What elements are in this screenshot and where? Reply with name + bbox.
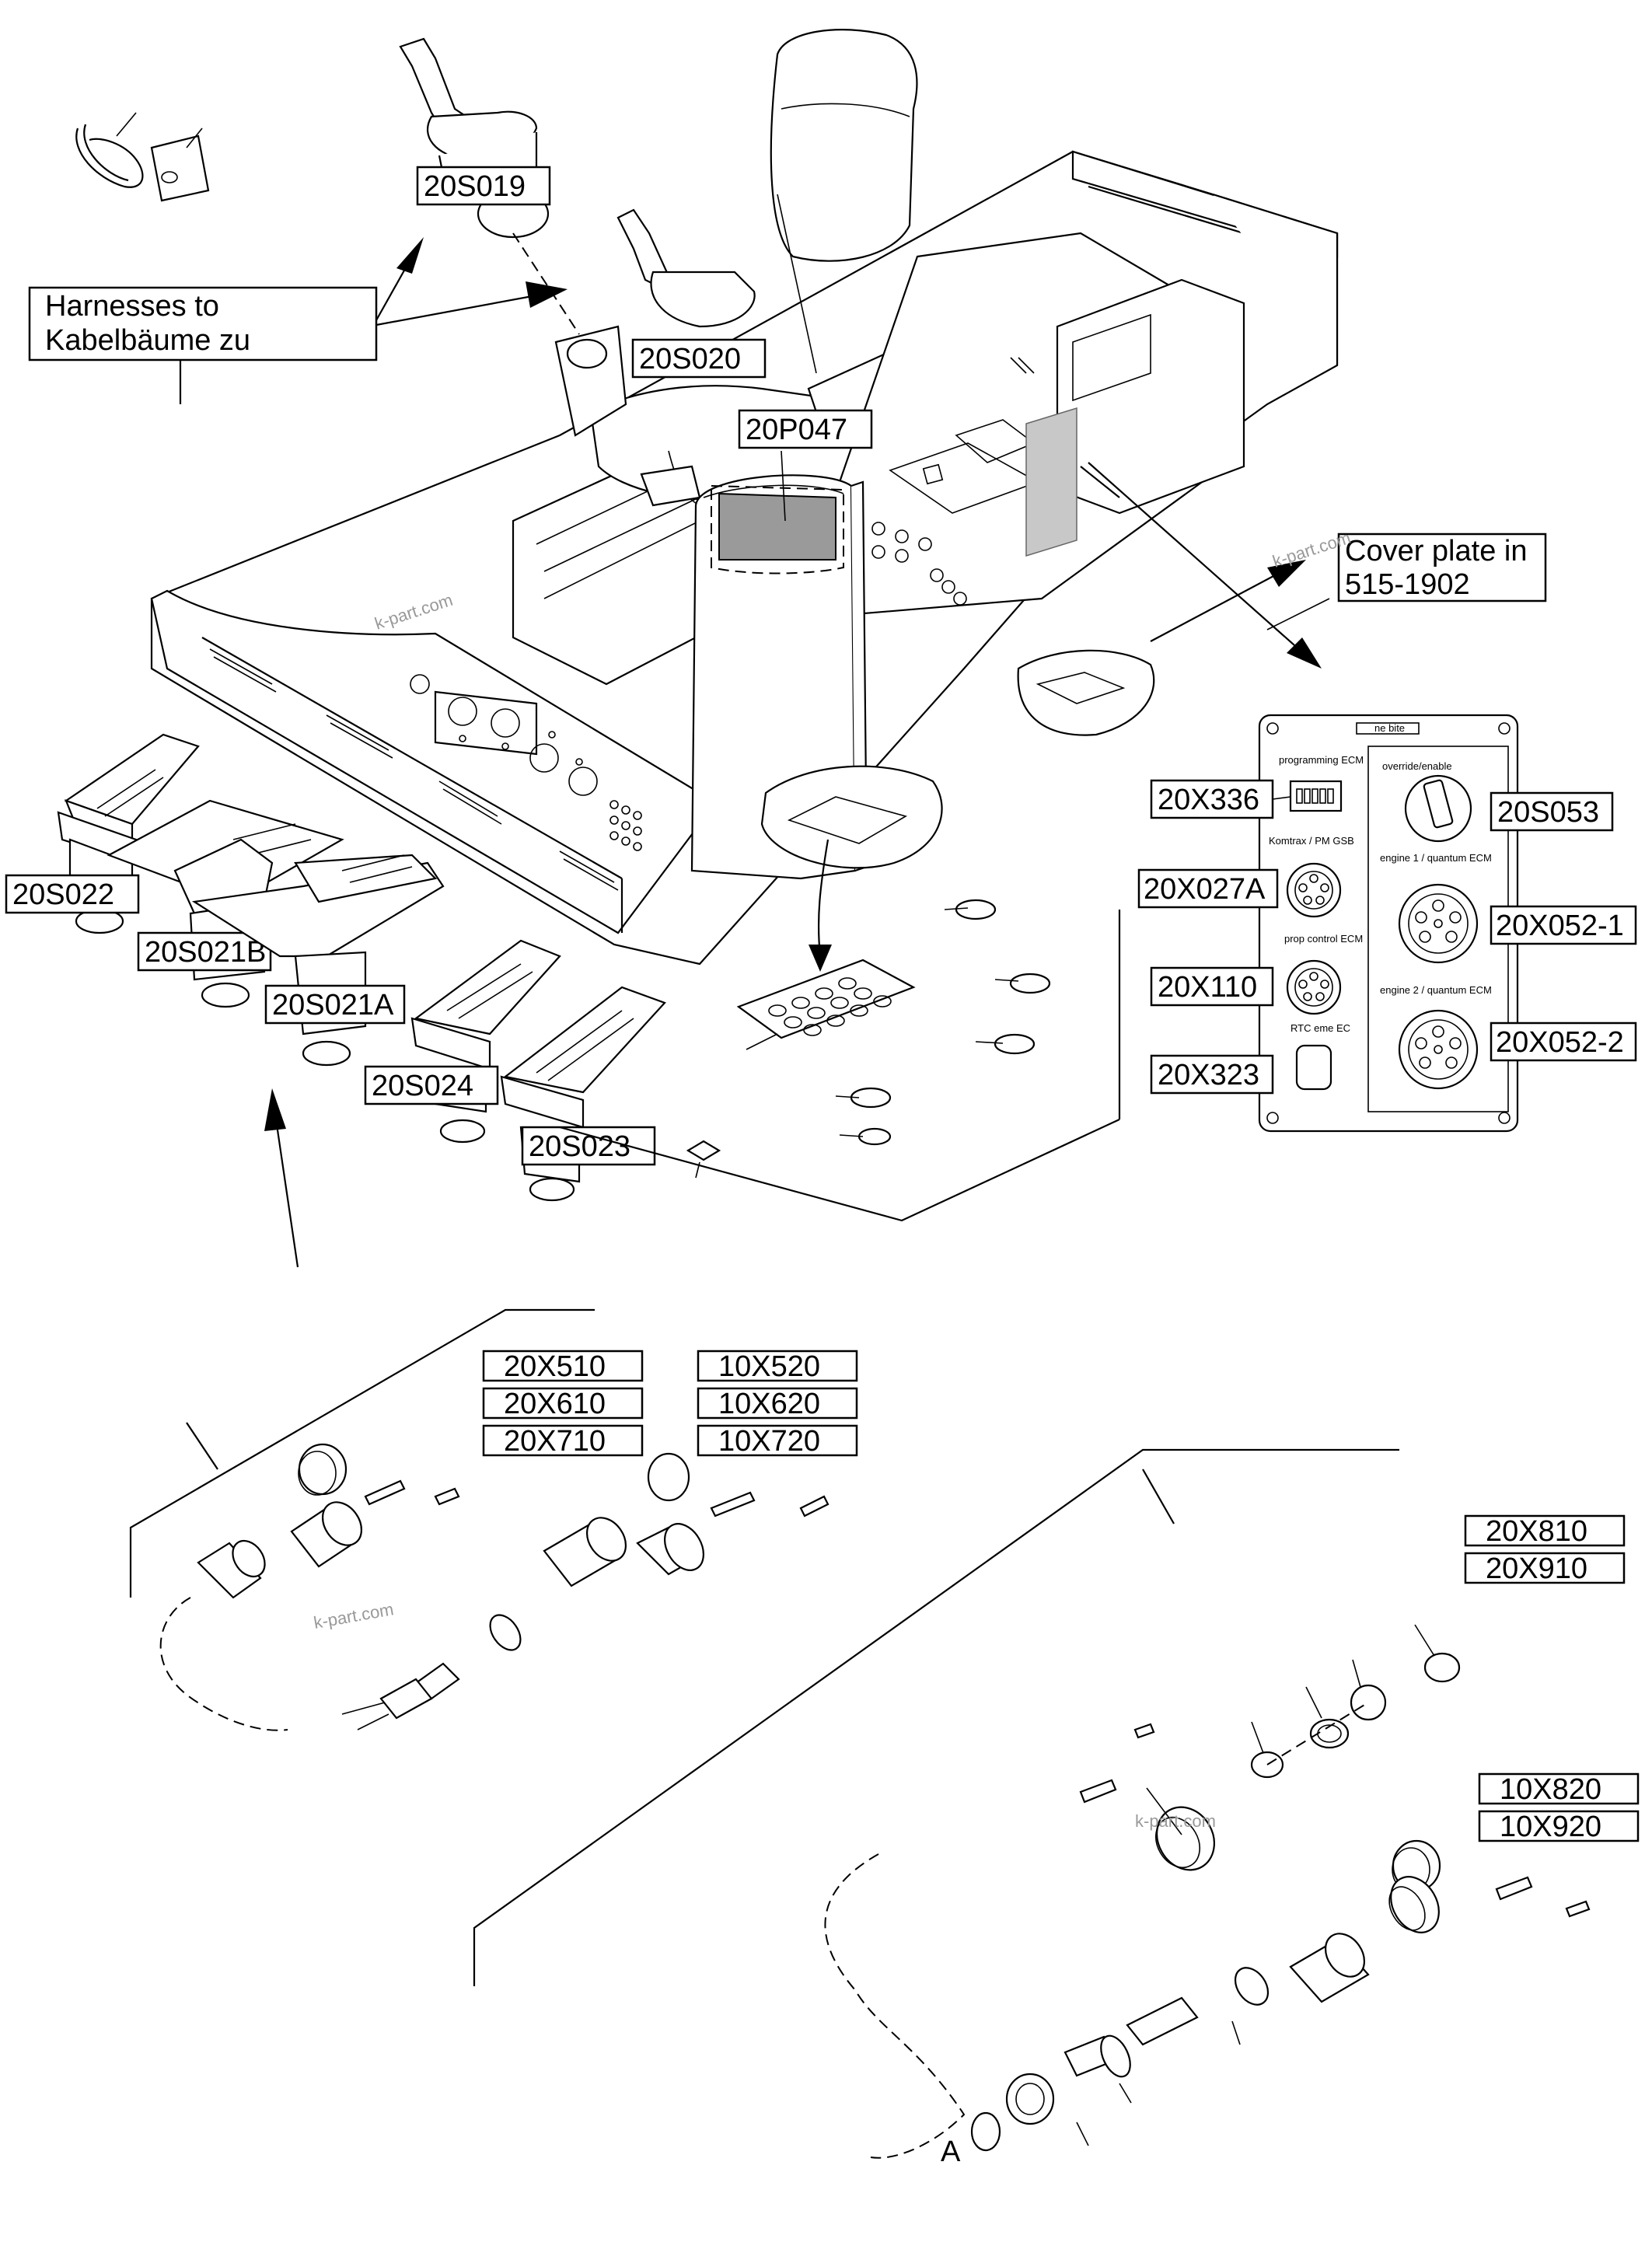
svg-text:RTC eme EC: RTC eme EC (1291, 1022, 1350, 1034)
panel-labels: 20X336 20X027A 20X110 20X323 20S053 20X0… (1137, 779, 1637, 1095)
svg-text:engine 1 / quantum ECM: engine 1 / quantum ECM (1380, 852, 1492, 864)
svg-text:20S024: 20S024 (372, 1070, 473, 1102)
label-20x323: 20X323 (1158, 1059, 1259, 1091)
label-20s023: 20S023 (521, 1126, 656, 1166)
svg-text:20S019: 20S019 (424, 170, 526, 203)
svg-text:10X820: 10X820 (1500, 1773, 1601, 1806)
svg-text:20X710: 20X710 (504, 1425, 606, 1458)
operator-seat-icon (554, 29, 919, 507)
floor-plate-right (1017, 649, 1155, 736)
console-gauges (871, 522, 967, 606)
label-20x110: 20X110 (1158, 971, 1257, 1004)
label-20s024: 20S024 (364, 1065, 499, 1105)
svg-text:Cover plate in: Cover plate in (1345, 535, 1527, 567)
label-20s019: 20S019 (416, 166, 551, 206)
svg-text:prop control ECM: prop control ECM (1284, 933, 1363, 945)
joystick-right-icon (616, 208, 756, 328)
svg-text:20S020: 20S020 (639, 343, 741, 375)
rubber-grommets (835, 899, 1051, 1146)
pedal-arrow (264, 1088, 299, 1268)
label-20x336: 20X336 (1158, 784, 1259, 816)
label-20x027a: 20X027A (1144, 873, 1266, 906)
right-console (838, 232, 1245, 616)
connector-panel: ne bite programming ECM Komtrax / PM GSB… (1258, 714, 1519, 1133)
connector-detail-2 (473, 1448, 1591, 2159)
label-20p047: 20P047 (738, 409, 873, 449)
harnesses-label-en: Harnesses to (45, 290, 219, 323)
floor-plate-center (760, 765, 943, 972)
svg-text:override/enable: override/enable (1382, 760, 1452, 772)
connector-detail-1 (129, 1308, 829, 1731)
small-switch-icon (686, 1140, 721, 1179)
label-20s022: 20S022 (5, 874, 140, 914)
svg-text:A: A (941, 2136, 961, 2168)
watermark: k-part.com (313, 1599, 396, 1633)
floor-outline-lines (559, 910, 1121, 1222)
detail-a-marker: A (941, 2136, 961, 2168)
label-20s020: 20S020 (631, 338, 767, 379)
svg-text:10X520: 10X520 (718, 1350, 820, 1383)
svg-text:10X920: 10X920 (1500, 1811, 1601, 1843)
label-20s053: 20S053 (1497, 796, 1599, 829)
svg-text:20S021B: 20S021B (145, 936, 266, 969)
cable-tie-icon (75, 112, 144, 188)
svg-text:20X810: 20X810 (1486, 1515, 1587, 1548)
svg-text:20X610: 20X610 (504, 1388, 606, 1420)
svg-text:10X720: 10X720 (718, 1425, 820, 1458)
harnesses-callout: Harnesses to Kabelbäume zu (28, 237, 568, 404)
connector-labels-2: 20X810 20X910 10X820 10X920 (1464, 1514, 1640, 1843)
svg-text:20S023: 20S023 (529, 1130, 630, 1163)
svg-text:10X620: 10X620 (718, 1388, 820, 1420)
pedal-20s023-icon (500, 986, 666, 1202)
svg-text:20X510: 20X510 (504, 1350, 606, 1383)
label-cover-plate: Cover plate in 515-1902 (1337, 533, 1547, 602)
svg-text:20X910: 20X910 (1486, 1552, 1587, 1585)
svg-text:20P047: 20P047 (746, 414, 847, 446)
connector-labels-1: 20X510 20X610 20X710 10X520 10X620 10X72… (482, 1350, 858, 1458)
floor-connector-cluster (410, 674, 642, 851)
label-20s021a: 20S021A (264, 984, 406, 1025)
harnesses-label-de: Kabelbäume zu (45, 324, 250, 357)
svg-text:20S021A: 20S021A (272, 989, 394, 1021)
svg-text:programming ECM: programming ECM (1279, 754, 1364, 766)
svg-text:Komtrax / PM GSB: Komtrax / PM GSB (1269, 835, 1354, 847)
svg-text:engine 2 / quantum ECM: engine 2 / quantum ECM (1380, 984, 1492, 996)
watermark: k-part.com (1135, 1811, 1216, 1831)
svg-text:ne bite: ne bite (1374, 722, 1405, 734)
label-20x052-2: 20X052-2 (1496, 1026, 1624, 1059)
label-plate-icon (150, 127, 210, 202)
label-20s021b: 20S021B (137, 931, 272, 972)
cover-plate-arrows (1088, 462, 1330, 669)
svg-text:20S022: 20S022 (12, 878, 114, 911)
svg-text:515-1902: 515-1902 (1345, 568, 1470, 601)
grommet-pad (736, 959, 916, 1050)
label-20x052-1: 20X052-1 (1496, 910, 1624, 942)
